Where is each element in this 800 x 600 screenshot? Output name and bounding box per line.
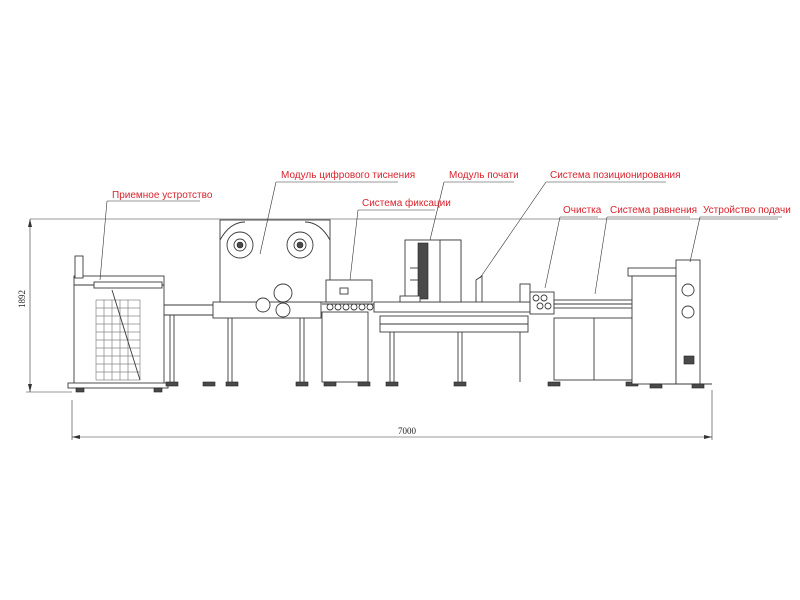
label-receiver: Приемное устротство [112,190,213,201]
feeder-unit [627,259,712,389]
machine-frame [67,219,712,393]
height-dimension: 1892 [17,290,27,308]
label-fixation: Система фиксации [362,197,451,209]
receiver-unit [67,255,169,393]
label-print-module: Модуль почати [449,170,519,181]
print-module [373,239,531,387]
embossing-module [202,219,331,387]
fixation-unit [321,279,376,387]
leader-lines [99,181,782,295]
leveling-unit [547,299,639,387]
label-cleaning: Очистка [563,205,602,216]
length-dimension: 7000 [398,426,417,436]
label-feeder: Устройство подачи [703,205,791,216]
dimension-lines [26,218,778,440]
label-leveling: Система равнения [610,205,697,216]
label-digital-embossing: Модуль цифрового тиснения [281,169,415,181]
label-positioning: Система позиционирования [550,170,680,181]
